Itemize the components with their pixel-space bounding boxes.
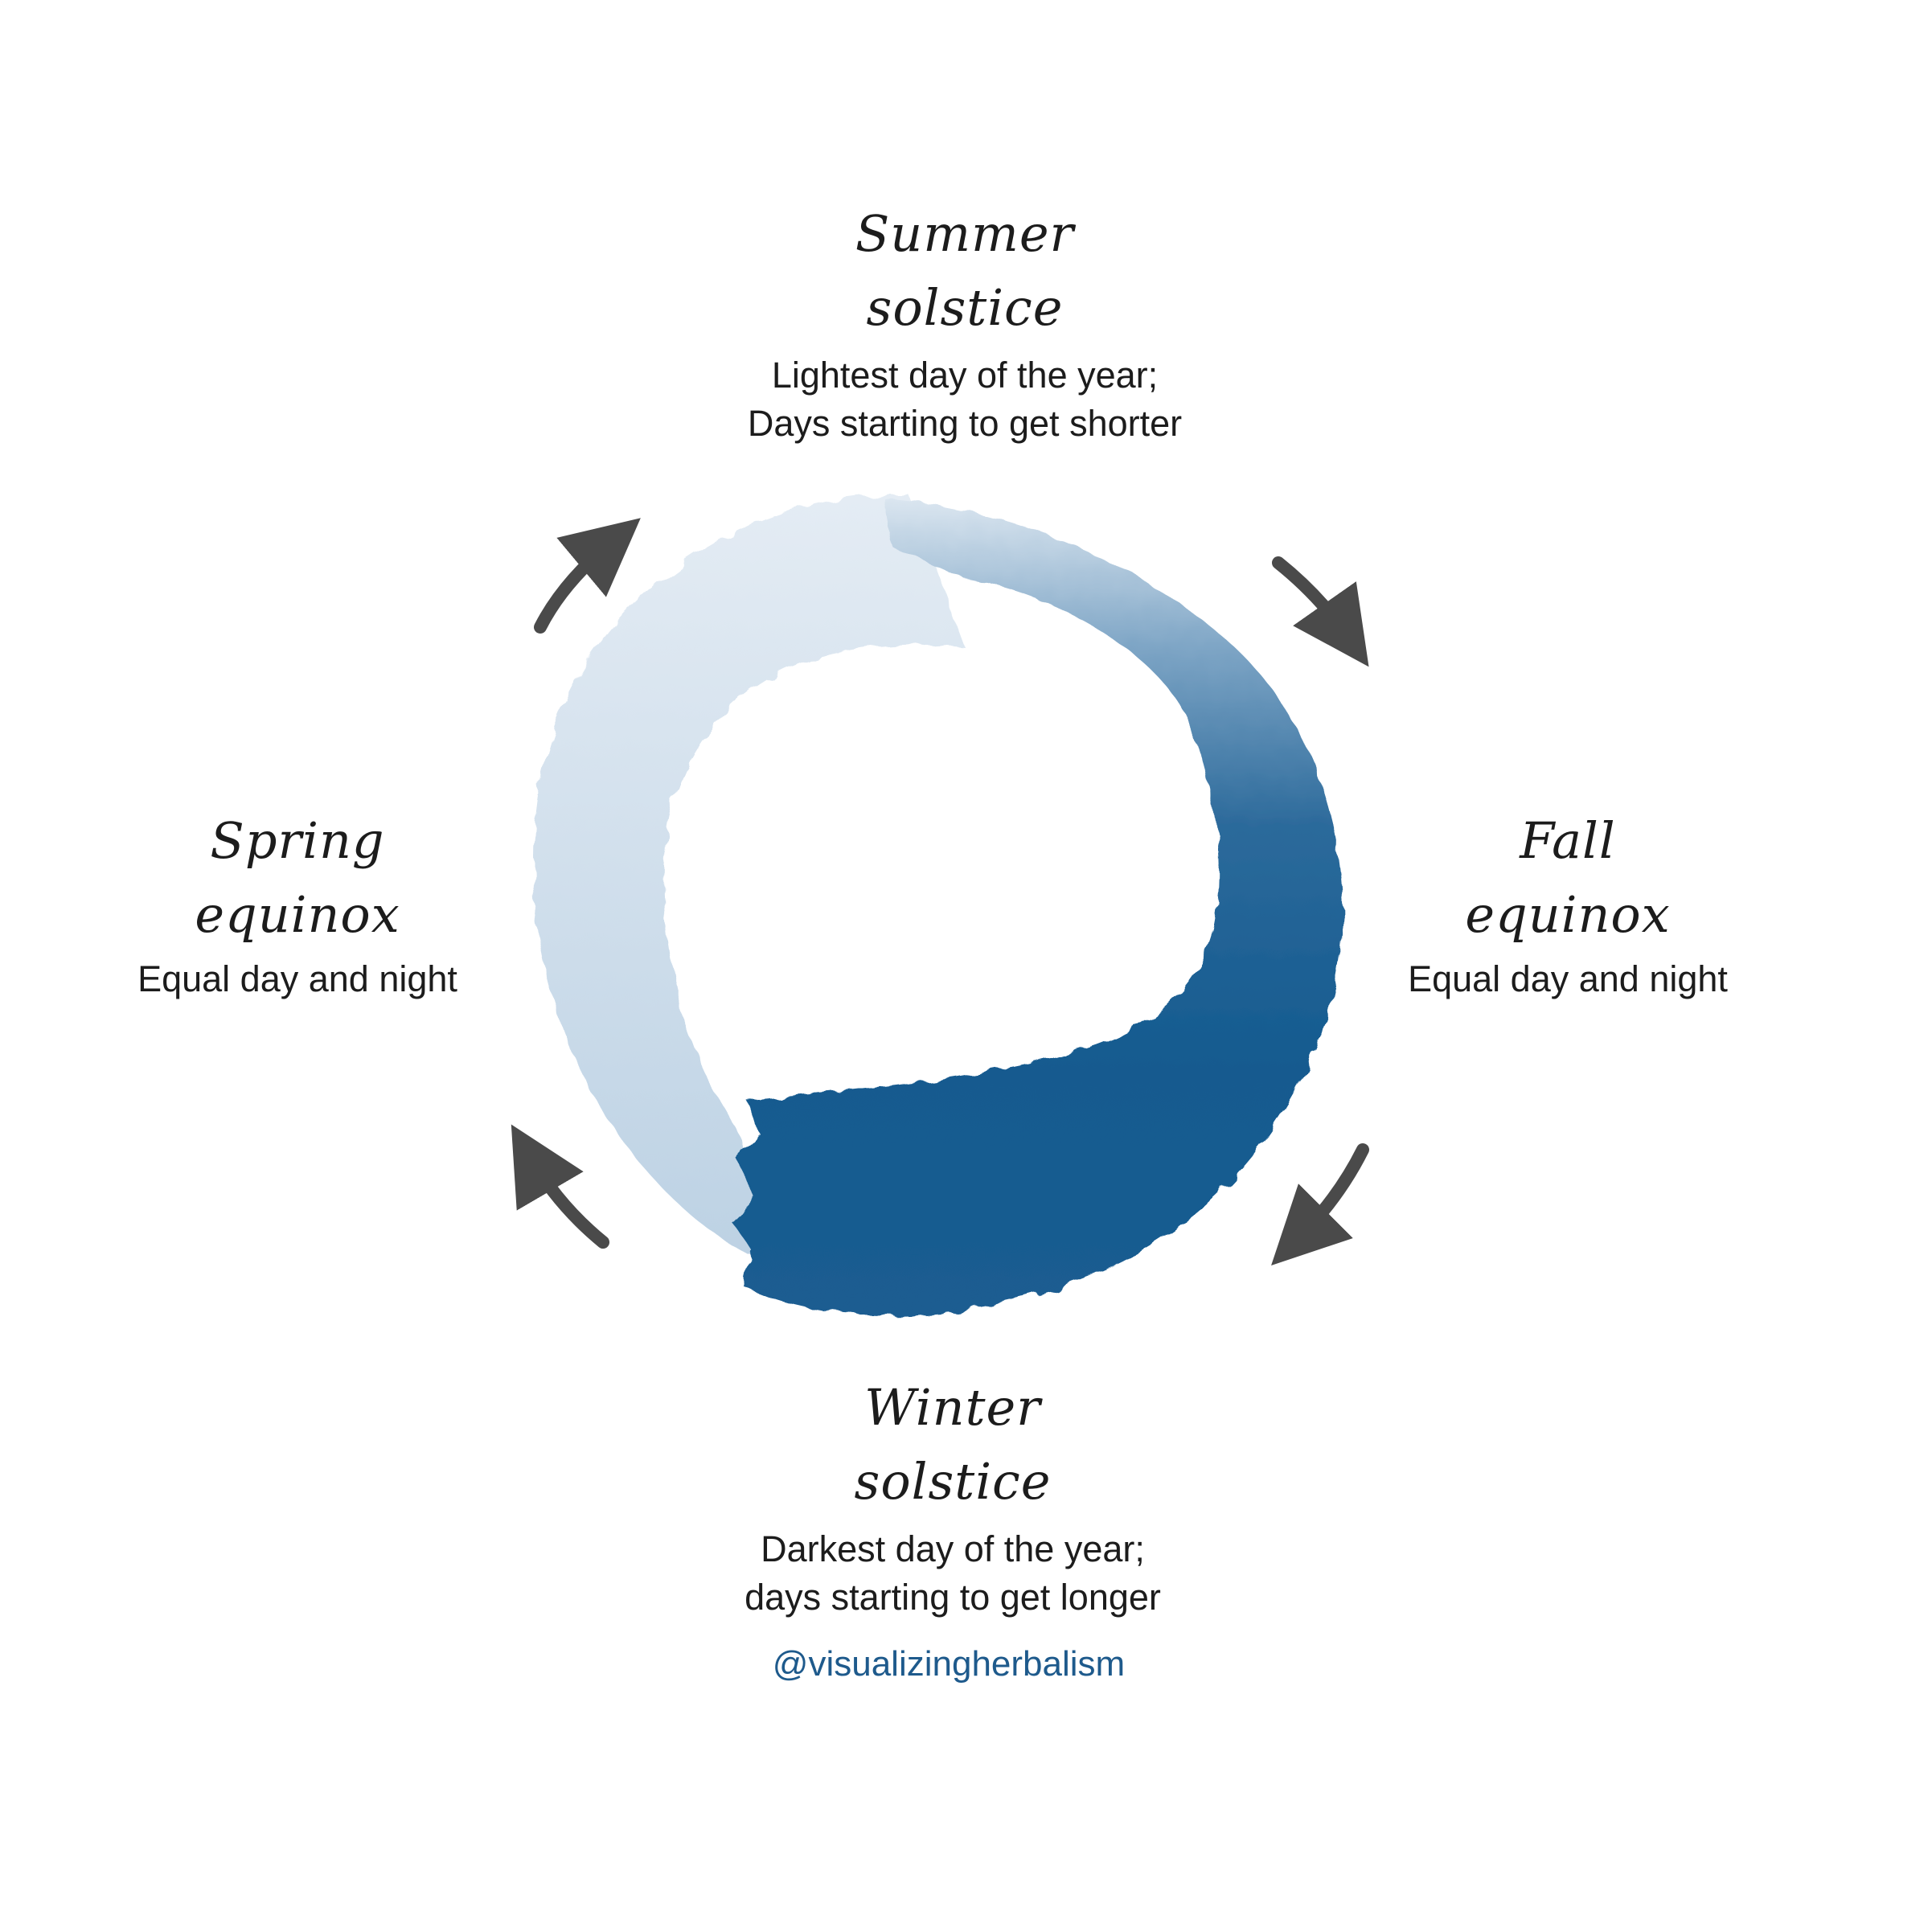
summer-desc-line2: Days starting to get shorter [747, 403, 1183, 444]
dark-brush-stroke [732, 498, 1343, 1315]
winter-desc-line2: days starting to get longer [744, 1577, 1161, 1618]
fall-title-line1: Fall [1520, 811, 1616, 870]
arrow-up-right-icon [534, 518, 641, 634]
winter-desc-line1: Darkest day of the year; [761, 1528, 1145, 1569]
winter-title-line2: solstice [854, 1452, 1052, 1511]
summer-desc-line1: Lightest day of the year; [771, 355, 1159, 396]
spring-equinox-label: Spring equinox Equal day and night [96, 804, 498, 1003]
credit-handle: @visualizingherbalism [772, 1644, 1126, 1684]
fall-desc-line1: Equal day and night [1408, 958, 1728, 999]
spring-title-line2: equinox [195, 885, 400, 944]
summer-title-line2: solstice [866, 278, 1064, 337]
fall-title-line2: equinox [1465, 885, 1671, 944]
spring-title-line1: Spring [210, 811, 385, 870]
arrow-down-right-icon [1272, 556, 1369, 667]
winter-solstice-label: Winter solstice Darkest day of the year;… [631, 1371, 1274, 1622]
spring-desc-line1: Equal day and night [137, 958, 457, 999]
summer-title-line1: Summer [855, 204, 1075, 263]
summer-solstice-label: Summer solstice Lightest day of the year… [643, 197, 1286, 448]
fall-equinox-label: Fall equinox Equal day and night [1367, 804, 1769, 1003]
arrow-up-left-icon [511, 1124, 609, 1249]
winter-title-line1: Winter [864, 1378, 1041, 1437]
arrow-down-left-icon [1271, 1143, 1369, 1265]
light-brush-stroke [532, 494, 965, 1254]
